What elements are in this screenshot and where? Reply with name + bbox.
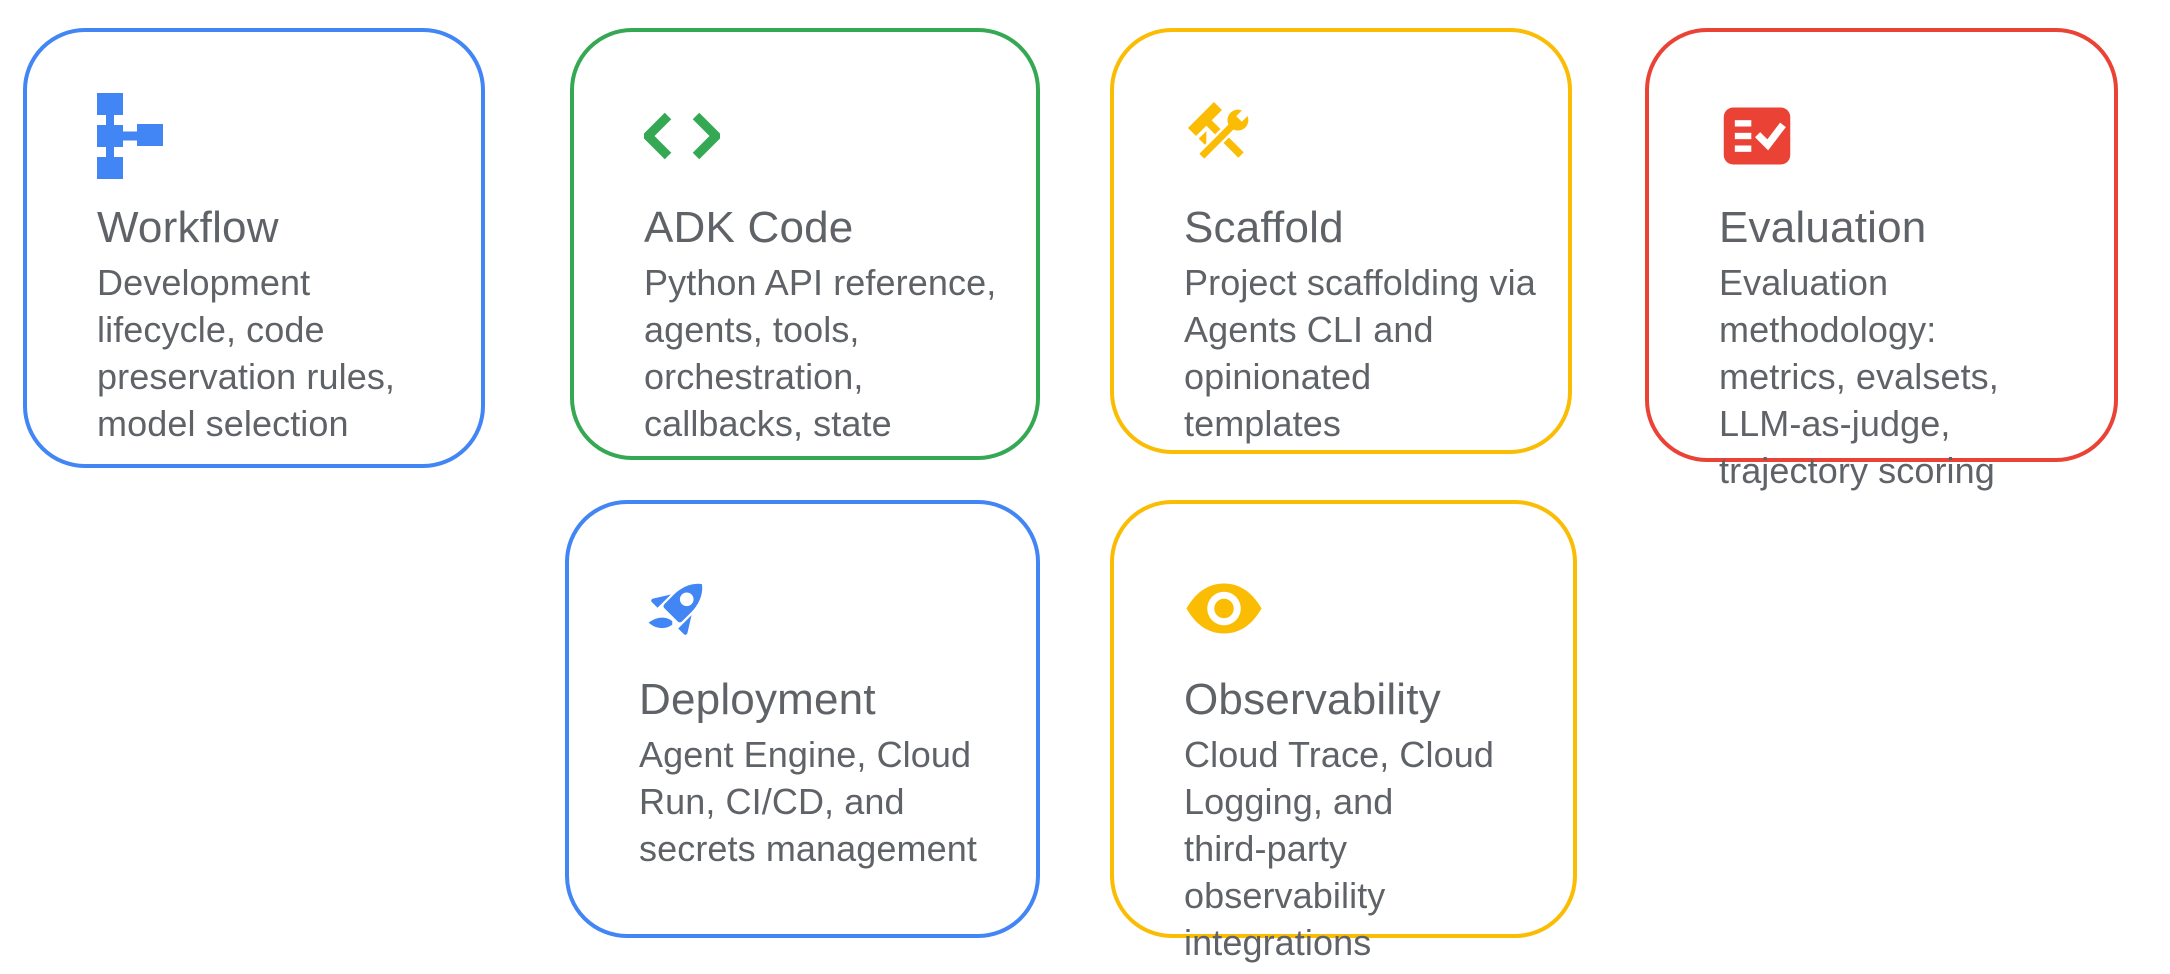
card-description: Project scaffolding via Agents CLI and o… <box>1184 261 1536 444</box>
adk-code-icon-slot <box>644 70 1010 202</box>
evaluation-icon-slot <box>1719 70 2088 202</box>
workflow-icon-slot <box>97 70 455 202</box>
card-description: Cloud Trace, Cloud Logging, and third-pa… <box>1184 733 1494 963</box>
card-title: Evaluation <box>1719 203 1927 252</box>
card-title: Observability <box>1184 675 1441 724</box>
card-description: Evaluation methodology: metrics, evalset… <box>1719 261 1999 491</box>
card-evaluation: Evaluation Evaluation methodology: metri… <box>1645 28 2118 491</box>
rocket-icon <box>639 569 717 647</box>
card-adk-code: ADK Code Python API reference, agents, t… <box>570 28 1040 460</box>
card-deployment: Deployment Agent Engine, Cloud Run, CI/C… <box>565 500 1040 938</box>
card-description: Development lifecycle, code preservation… <box>97 261 396 444</box>
card-title: Workflow <box>97 203 279 252</box>
card-description: Python API reference, agents, tools, orc… <box>644 261 997 444</box>
card-description: Agent Engine, Cloud Run, CI/CD, and secr… <box>639 733 977 869</box>
deployment-icon-slot <box>639 542 1010 674</box>
checklist-check-icon <box>1719 98 1795 174</box>
hammer-wrench-icon <box>1184 98 1260 174</box>
flowchart-icon <box>97 93 163 179</box>
card-title: ADK Code <box>644 203 854 252</box>
observability-icon-slot <box>1184 542 1547 674</box>
code-brackets-icon <box>644 112 720 160</box>
card-scaffold: Scaffold Project scaffolding via Agents … <box>1110 28 1572 454</box>
scaffold-icon-slot <box>1184 70 1542 202</box>
card-observability: Observability Cloud Trace, Cloud Logging… <box>1110 500 1577 963</box>
eye-icon <box>1184 581 1264 636</box>
card-workflow: Workflow Development lifecycle, code pre… <box>23 28 485 468</box>
card-title: Deployment <box>639 675 876 724</box>
card-title: Scaffold <box>1184 203 1344 252</box>
